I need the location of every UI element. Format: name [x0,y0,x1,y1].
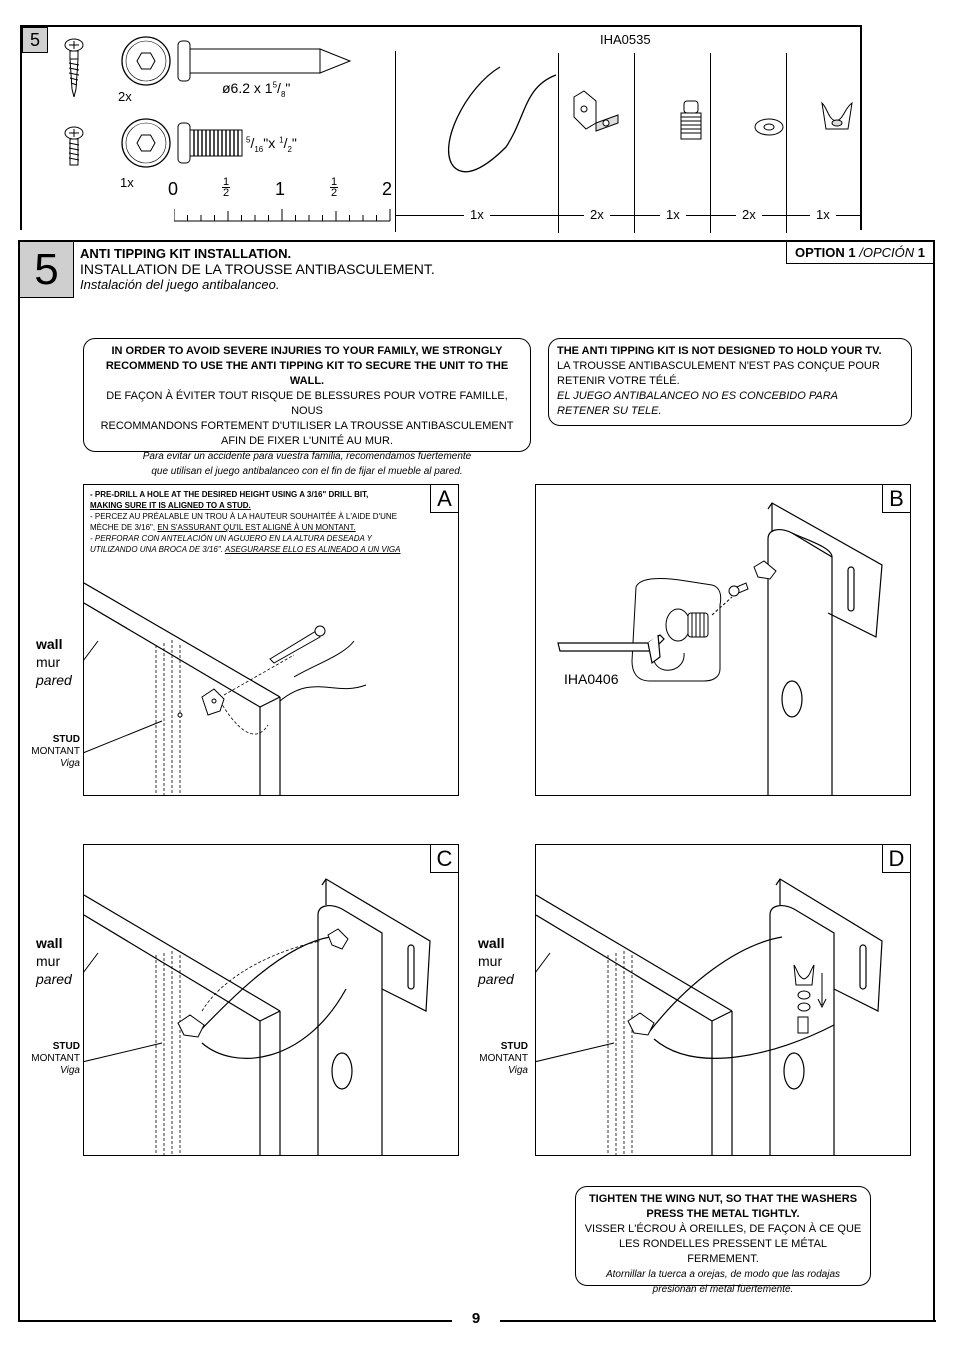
screw-quantity: 2x [118,89,132,104]
panel-d-stud-label: STUD MONTANT Viga [479,1041,528,1076]
panel-d-letter: D [882,845,910,873]
step-frame: 5 ANTI TIPPING KIT INSTALLATION. INSTALL… [18,240,935,1322]
panel-a-letter: A [430,485,458,513]
kit-divider [395,51,396,232]
washer-quantity: 2x [736,207,762,222]
wing-nut-notice: TIGHTEN THE WING NUT, SO THAT THE WASHER… [575,1186,871,1295]
metal-bolt-icon [680,100,702,140]
panel-c-letter: C [430,845,458,873]
screw-size: ø6.2 x 15/8" [222,80,291,99]
panel-c-stud-label: STUD MONTANT Viga [31,1041,80,1076]
panel-a-screw-icon [269,625,326,664]
metal-bolt-quantity: 1x [660,207,686,222]
wood-screw-icon [64,38,84,98]
panel-d-wall-label: wall mur pared [478,935,514,987]
washer-icon [754,118,784,136]
panel-d-wall-bracket-icon [627,1012,655,1036]
panel-a-stud-label: STUD MONTANT Viga [31,734,80,769]
parts-step-badge: 5 [22,27,48,53]
kit-parts-illustrations [448,66,853,173]
tv-warning-notice: THE ANTI TIPPING KIT IS NOT DESIGNED TO … [548,338,912,426]
panel-b-bolt-icon [728,582,749,597]
short-bolt-icon [177,122,243,164]
kit-divider-3 [710,53,711,233]
panel-d-bolt-icon [797,1016,809,1034]
panel-a-wall-label: wall mur pared [36,636,72,688]
down-arrow-icon [817,973,827,1009]
panel-b-bracket-icon [753,560,777,580]
footer-rule-right [500,1320,936,1322]
wing-nut-icon [821,101,853,130]
wing-nut-quantity: 1x [810,207,836,222]
cable-quantity: 1x [464,207,490,222]
panel-c-wall-bracket-icon [177,1014,205,1038]
safety-notice: IN ORDER TO AVOID SEVERE INJURIES TO YOU… [83,338,531,477]
panel-b-letter: B [882,485,910,513]
kit-quantity-line [396,215,862,216]
step-title-en: ANTI TIPPING KIT INSTALLATION. [80,246,292,261]
hardware-illustrations [64,36,352,168]
ruler-ticks [174,209,391,222]
panel-a-instructions: - PRE-DRILL A HOLE AT THE DESIRED HEIGHT… [90,490,401,554]
step-number: 5 [20,242,74,298]
panel-c-illustration [84,878,431,1155]
bolt-head-icon [121,118,171,168]
panel-a-illustration [84,582,367,795]
hex-key-icon [557,634,665,665]
panel-d-washer-icon [797,990,811,1012]
parts-strip: 5 [20,25,862,233]
option-label: OPTION 1 /OPCIÓN 1 [785,242,933,264]
kit-divider-1 [558,53,559,233]
panel-c: C [83,844,459,1156]
panel-b: B [535,484,911,796]
callout-bolt-icon [665,608,709,642]
screw-head-icon [121,36,171,86]
page-number: 9 [471,1310,481,1327]
panel-c-tv-bracket-icon [327,928,349,950]
panel-b-illustration [557,502,883,795]
panel-d-wing-nut-icon [793,964,815,986]
panel-c-wall-label: wall mur pared [36,935,72,987]
step-title-fr: INSTALLATION DE LA TROUSSE ANTIBASCULEME… [80,261,435,277]
kit-divider-4 [786,53,787,233]
panel-a: A - PRE-DRILL A HOLE AT THE DESIRED HEIG… [83,484,459,796]
bolt-icon [64,126,84,166]
kit-code: IHA0535 [600,32,651,47]
panel-d-illustration [536,878,883,1155]
bolt-size: 5/16"x 1/2" [246,135,297,154]
bolt-quantity: 1x [120,175,134,190]
page-footer: 9 [0,1310,954,1332]
cable-icon [448,66,557,173]
tool-code: IHA0406 [564,671,619,687]
panel-a-bracket-icon [177,688,225,718]
kit-divider-2 [634,53,635,233]
long-screw-icon [177,40,352,82]
step-title: ANTI TIPPING KIT INSTALLATION. INSTALLAT… [80,246,435,292]
step-title-es: Instalación del juego antibalanceo. [80,277,280,292]
footer-rule-left [18,1320,452,1322]
bracket-quantity: 2x [584,207,610,222]
l-bracket-icon [573,90,619,132]
panel-d: D [535,844,911,1156]
